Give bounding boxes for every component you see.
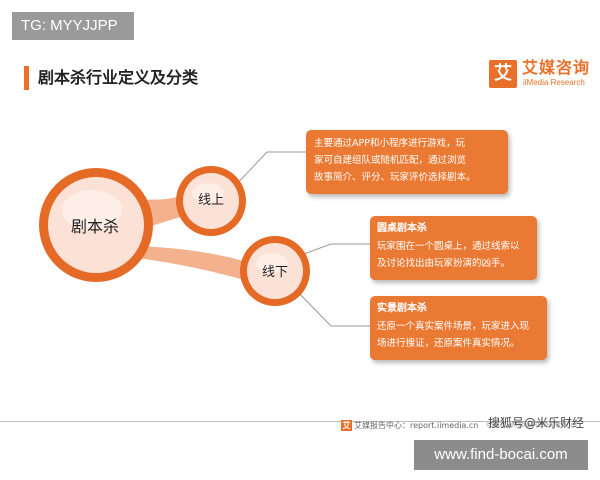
offline-circle (247, 243, 303, 299)
online-description-line: 家可自建组队或随机匹配，通过浏览 (314, 155, 467, 166)
link-root-to-offline (118, 246, 248, 280)
round-table-box: 圆桌剧本杀 玩家围在一个圆桌上，通过线索以 及讨论找出由玩家扮演的凶手。 (370, 216, 537, 280)
root-node-label: 剧本杀 (70, 217, 119, 236)
watermark-tag: TG: MYYJJPP (12, 12, 134, 40)
real-scene-description-line: 还原一个真实案件场景，玩家进入现 (377, 321, 530, 332)
round-table-description-line: 玩家围在一个圆桌上，通过线索以 (377, 241, 520, 252)
url-watermark: www.find-bocai.com (414, 440, 588, 470)
round-table-title: 圆桌剧本杀 (377, 223, 427, 234)
logo-name-en: iiMedia Research (523, 78, 585, 87)
copyright-text: ©2021 iiMedia Research Inc (486, 422, 575, 429)
iimedia-logo-icon: 艾 (489, 60, 517, 88)
offline-node-label: 线下 (261, 265, 288, 280)
online-circle-highlight (192, 183, 224, 203)
online-description-line: 故事简介、评分、玩家评价选择剧本。 (314, 172, 476, 183)
real-scene-title: 实景剧本杀 (377, 303, 427, 314)
online-description-line: 主要通过APP和小程序进行游戏，玩 (314, 138, 465, 149)
logo-name-cn: 艾媒咨询 (522, 58, 591, 77)
round-table-description-line: 及讨论找出由玩家扮演的凶手。 (377, 258, 511, 269)
online-circle (183, 173, 239, 229)
online-description-box: 主要通过APP和小程序进行游戏，玩 家可自建组队或随机匹配，通过浏览 故事简介、… (306, 130, 508, 194)
footer-divider (0, 421, 600, 422)
offline-circle-highlight (256, 253, 288, 273)
title-accent-bar (24, 66, 29, 90)
real-scene-box: 实景剧本杀 还原一个真实案件场景，玩家进入现 场进行搜证，还原案件真实情况。 (370, 296, 547, 360)
real-scene-description-line: 场进行搜证，还原案件真实情况。 (377, 338, 520, 349)
root-circle-highlight (62, 190, 122, 230)
sohu-watermark: 搜狐号@米乐财经 (488, 416, 585, 430)
page-title: 剧本杀行业定义及分类 (38, 68, 199, 87)
source-credit: 艾媒报告中心：report.iimedia.cn (354, 421, 479, 430)
online-node-label: 线上 (197, 193, 224, 208)
root-circle (48, 177, 144, 273)
report-center-icon: 艾 (341, 420, 352, 431)
